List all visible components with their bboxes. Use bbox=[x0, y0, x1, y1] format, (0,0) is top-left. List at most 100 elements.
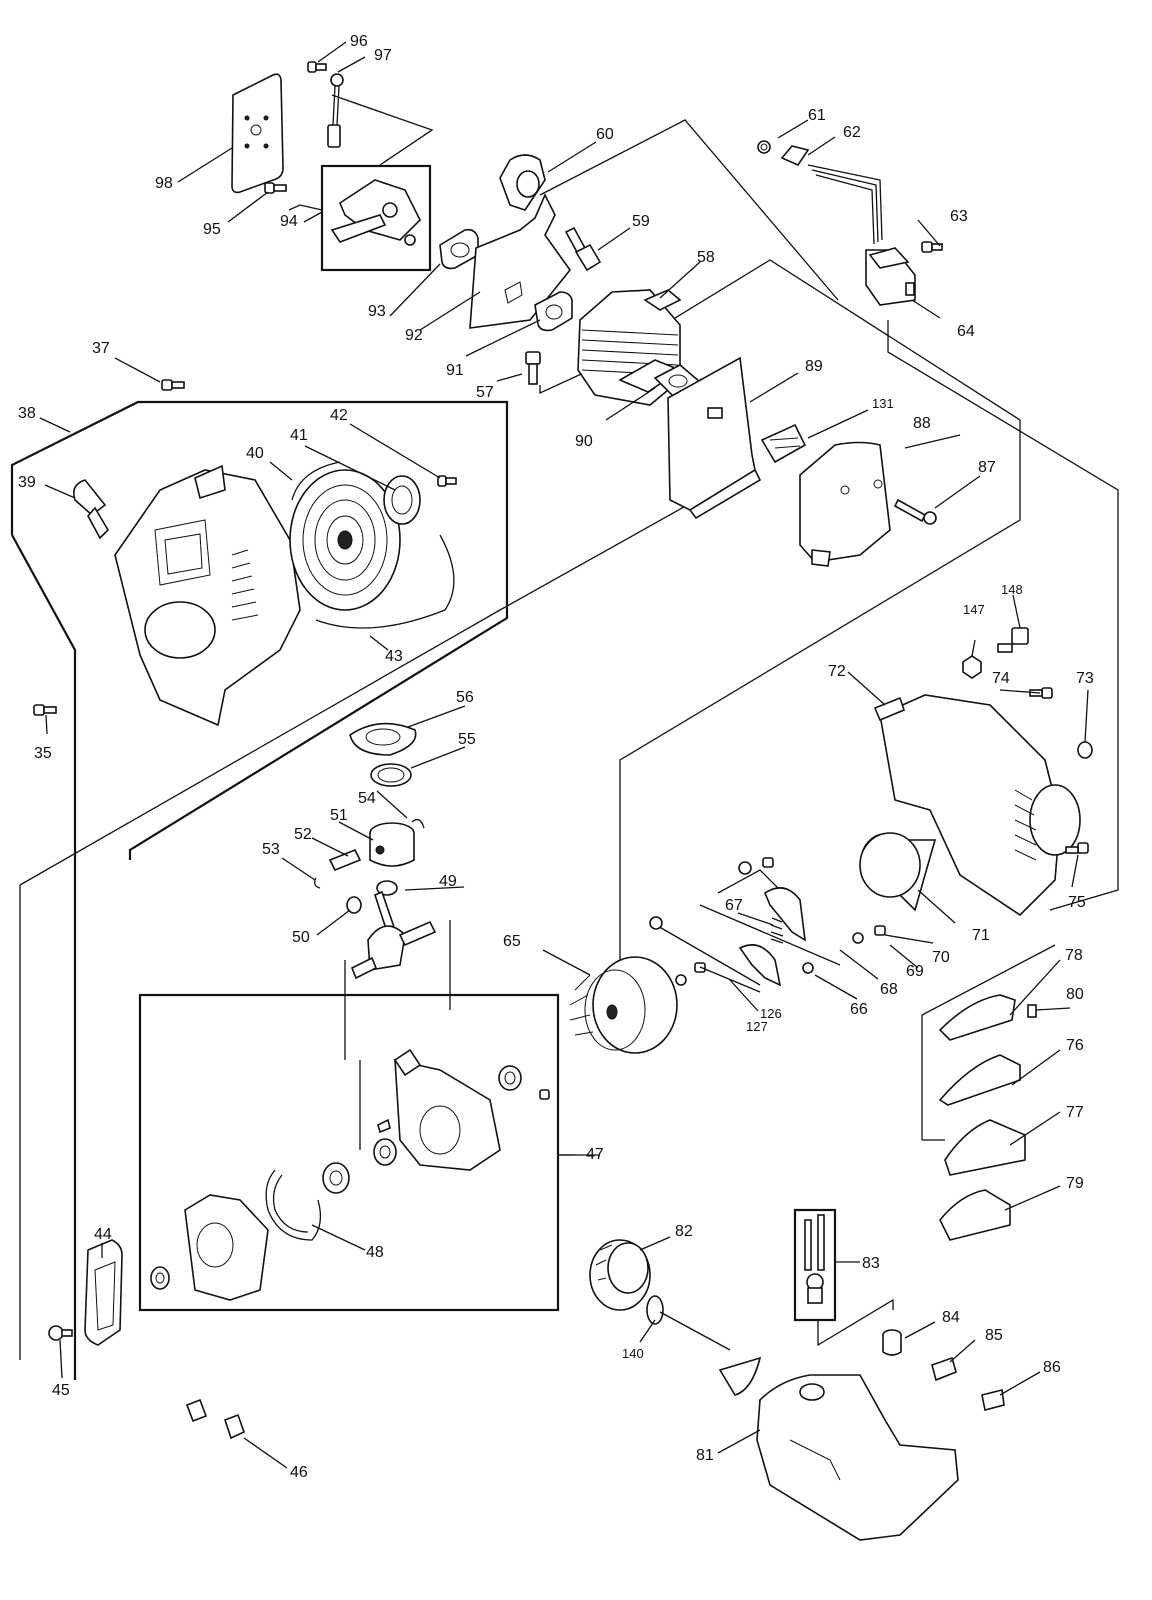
part-label-50: 50 bbox=[292, 929, 310, 946]
part-35-drawing bbox=[33, 704, 57, 716]
part-63-drawing bbox=[921, 241, 943, 253]
part-label-51: 51 bbox=[330, 807, 348, 824]
part-label-41: 41 bbox=[290, 427, 308, 444]
part-label-43: 43 bbox=[385, 648, 403, 665]
part-label-127: 127 bbox=[746, 1019, 768, 1034]
part-label-49: 49 bbox=[439, 873, 457, 890]
part-label-56: 56 bbox=[456, 689, 474, 706]
part-label-63: 63 bbox=[950, 208, 968, 225]
part-54-drawing bbox=[411, 818, 425, 829]
part-label-66: 66 bbox=[850, 1001, 868, 1018]
part-83-drawing bbox=[793, 1208, 837, 1322]
part-50-drawing bbox=[346, 896, 362, 914]
part-44-drawing bbox=[84, 1239, 123, 1346]
part-73-drawing bbox=[1077, 741, 1093, 759]
part-label-62: 62 bbox=[843, 124, 861, 141]
part-label-39: 39 bbox=[18, 474, 36, 491]
part-label-61: 61 bbox=[808, 107, 826, 124]
part-39-drawing bbox=[72, 479, 110, 540]
part-labels: 96 97 98 95 94 93 92 91 60 61 62 59 58 6… bbox=[18, 33, 1094, 1481]
part-45-drawing bbox=[48, 1325, 73, 1341]
part-label-74: 74 bbox=[992, 670, 1010, 687]
part-57-drawing bbox=[525, 351, 541, 385]
part-label-85: 85 bbox=[985, 1327, 1003, 1344]
part-62-drawing bbox=[780, 145, 810, 167]
part-71-drawing bbox=[859, 832, 937, 912]
part-label-73: 73 bbox=[1076, 670, 1094, 687]
part-label-97: 97 bbox=[374, 47, 392, 64]
part-42-drawing bbox=[437, 475, 457, 487]
part-64-drawing bbox=[807, 164, 916, 306]
part-label-93: 93 bbox=[368, 303, 386, 320]
part-41-drawing bbox=[383, 475, 421, 525]
leader-lines bbox=[39, 41, 1089, 1469]
part-label-68: 68 bbox=[880, 981, 898, 998]
part-label-148: 148 bbox=[1001, 582, 1023, 597]
part-51-drawing bbox=[369, 822, 415, 867]
part-label-140: 140 bbox=[622, 1346, 644, 1361]
part-label-65: 65 bbox=[503, 933, 521, 950]
part-46-drawing bbox=[185, 1398, 245, 1440]
part-label-48: 48 bbox=[366, 1244, 384, 1261]
part-93-drawing bbox=[439, 228, 479, 270]
part-label-98: 98 bbox=[155, 175, 173, 192]
part-94-drawing bbox=[320, 164, 432, 272]
part-label-83: 83 bbox=[862, 1255, 880, 1272]
part-47-drawing bbox=[138, 993, 560, 1312]
part-label-82: 82 bbox=[675, 1223, 693, 1240]
part-label-53: 53 bbox=[262, 841, 280, 858]
part-label-59: 59 bbox=[632, 213, 650, 230]
part-label-95: 95 bbox=[203, 221, 221, 238]
part-label-78: 78 bbox=[1065, 947, 1083, 964]
part-label-58: 58 bbox=[697, 249, 715, 266]
part-label-131: 131 bbox=[872, 396, 894, 411]
part-85-86-drawing bbox=[931, 1356, 1005, 1411]
part-59-drawing bbox=[564, 226, 602, 272]
part-84-drawing bbox=[882, 1329, 902, 1356]
part-label-76: 76 bbox=[1066, 1037, 1084, 1054]
part-label-47: 47 bbox=[586, 1146, 604, 1163]
part-label-55: 55 bbox=[458, 731, 476, 748]
part-87-drawing bbox=[893, 498, 937, 525]
part-label-90: 90 bbox=[575, 433, 593, 450]
parts-drawings bbox=[33, 61, 1093, 1541]
part-label-77: 77 bbox=[1066, 1104, 1084, 1121]
part-55-drawing bbox=[370, 763, 412, 787]
part-52-drawing bbox=[328, 848, 362, 872]
part-60-drawing bbox=[499, 154, 546, 211]
part-label-84: 84 bbox=[942, 1309, 960, 1326]
part-label-71: 71 bbox=[972, 927, 990, 944]
part-label-91: 91 bbox=[446, 362, 464, 379]
part-48-drawing bbox=[265, 1169, 322, 1241]
part-56-drawing bbox=[349, 722, 417, 756]
part-61-drawing bbox=[757, 140, 771, 154]
part-label-46: 46 bbox=[290, 1464, 308, 1481]
part-82-drawing bbox=[589, 1239, 651, 1311]
part-label-70: 70 bbox=[932, 949, 950, 966]
part-label-38: 38 bbox=[18, 405, 36, 422]
part-label-96: 96 bbox=[350, 33, 368, 50]
part-96-97-drawing bbox=[307, 61, 344, 148]
assembly-lines bbox=[10, 94, 1119, 1380]
part-95-drawing bbox=[264, 182, 287, 194]
part-38-drawing bbox=[114, 464, 301, 727]
part-label-87: 87 bbox=[978, 459, 996, 476]
part-label-35: 35 bbox=[34, 745, 52, 762]
part-label-69: 69 bbox=[906, 963, 924, 980]
part-88-drawing bbox=[799, 441, 891, 567]
part-label-126: 126 bbox=[760, 1006, 782, 1021]
part-40-drawing bbox=[289, 461, 401, 611]
part-76-79-drawing bbox=[938, 994, 1037, 1241]
part-label-89: 89 bbox=[805, 358, 823, 375]
part-66-70-drawing bbox=[649, 857, 886, 987]
part-label-64: 64 bbox=[957, 323, 975, 340]
part-label-88: 88 bbox=[913, 415, 931, 432]
part-label-57: 57 bbox=[476, 384, 494, 401]
part-label-54: 54 bbox=[358, 790, 376, 807]
part-label-40: 40 bbox=[246, 445, 264, 462]
part-53-drawing bbox=[314, 877, 321, 889]
part-label-52: 52 bbox=[294, 826, 312, 843]
part-49-drawing bbox=[350, 880, 437, 980]
part-98-drawing bbox=[231, 73, 284, 194]
